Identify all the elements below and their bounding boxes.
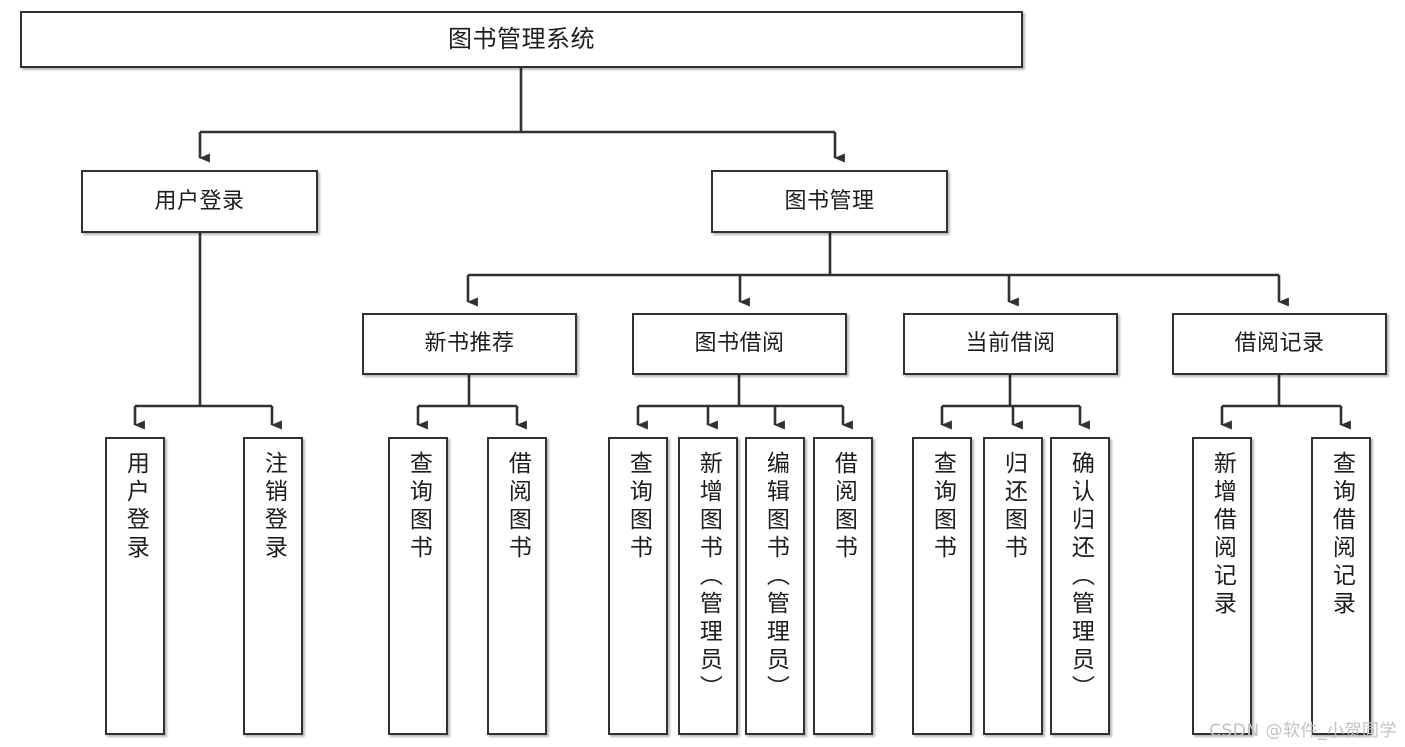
leaf-node[interactable]: 借阅图书 — [813, 437, 873, 735]
node-book-borrowing[interactable]: 图书借阅 — [632, 313, 847, 375]
node-borrowing-records-label: 借阅记录 — [1234, 331, 1325, 357]
leaf-node[interactable]: 确认归还（管理员） — [1050, 437, 1110, 735]
leaf-node[interactable]: 归还图书 — [983, 437, 1043, 735]
leaf-node[interactable]: 查询借阅记录 — [1311, 437, 1371, 735]
node-borrowing-records[interactable]: 借阅记录 — [1172, 313, 1387, 375]
leaf-node-label: 新增借阅记录 — [1209, 451, 1236, 619]
node-current-borrowing-label: 当前借阅 — [965, 331, 1056, 357]
leaf-node[interactable]: 新增借阅记录 — [1192, 437, 1252, 735]
node-root[interactable]: 图书管理系统 — [20, 11, 1023, 68]
leaf-node[interactable]: 查询图书 — [608, 437, 668, 735]
leaf-node[interactable]: 查询图书 — [912, 437, 972, 735]
leaf-node[interactable]: 用户登录 — [105, 437, 165, 735]
leaf-node-label: 确认归还（管理员） — [1067, 451, 1094, 703]
node-current-borrowing[interactable]: 当前借阅 — [903, 313, 1118, 375]
leaf-node-label: 编辑图书（管理员） — [762, 451, 789, 703]
leaf-node-label: 新增图书（管理员） — [695, 451, 722, 703]
node-new-book-recommendation-label: 新书推荐 — [424, 331, 515, 357]
leaf-node-label: 用户登录 — [122, 451, 149, 563]
leaf-node-label: 借阅图书 — [504, 451, 531, 563]
leaf-node[interactable]: 新增图书（管理员） — [678, 437, 738, 735]
node-user-login-label: 用户登录 — [154, 188, 245, 214]
leaf-node[interactable]: 查询图书 — [388, 437, 448, 735]
node-new-book-recommendation[interactable]: 新书推荐 — [362, 313, 577, 375]
csdn-watermark: CSDN @软件_小贺同学 — [1209, 721, 1397, 741]
node-book-borrowing-label: 图书借阅 — [694, 331, 785, 357]
leaf-node-label: 查询图书 — [625, 451, 652, 563]
node-book-management-label: 图书管理 — [784, 188, 875, 214]
leaf-node[interactable]: 注销登录 — [243, 437, 303, 735]
leaf-node-label: 借阅图书 — [830, 451, 857, 563]
leaf-node[interactable]: 借阅图书 — [487, 437, 547, 735]
leaf-node-label: 查询图书 — [929, 451, 956, 563]
leaf-node-label: 查询借阅记录 — [1328, 451, 1355, 619]
leaf-node[interactable]: 编辑图书（管理员） — [745, 437, 805, 735]
leaf-node-label: 归还图书 — [1000, 451, 1027, 563]
node-user-login[interactable]: 用户登录 — [81, 170, 318, 233]
leaf-node-label: 注销登录 — [260, 451, 287, 563]
node-root-label: 图书管理系统 — [448, 24, 595, 53]
leaf-node-label: 查询图书 — [405, 451, 432, 563]
node-book-management[interactable]: 图书管理 — [711, 170, 948, 233]
